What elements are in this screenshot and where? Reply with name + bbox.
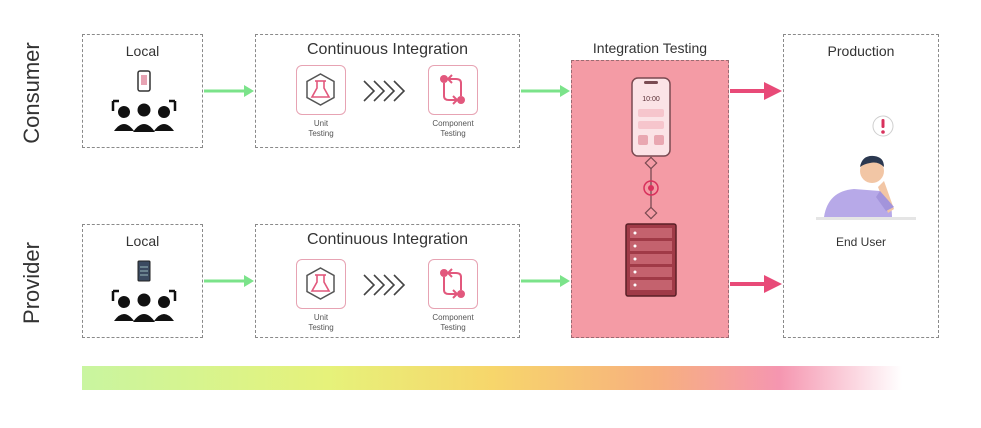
consumer-unit-testing-icon [296,65,346,115]
provider-local-title: Local [125,233,160,249]
alert-icon [872,115,894,137]
consumer-local-title: Local [125,43,160,59]
server-rack-icon [625,223,677,297]
arrow-provider-ci-to-it [521,275,570,287]
integration-testing-title: Integration Testing [592,40,708,56]
provider-ci-title: Continuous Integration [307,231,468,248]
end-user-label: End User [835,235,887,249]
provider-unit-testing-icon [296,259,346,309]
arrow-consumer-local-to-ci [204,85,254,97]
consumer-local-box: Local [82,34,203,148]
phone-icon: 10:00 [631,77,671,157]
production-title: Production [827,43,895,59]
chevrons-icon [363,80,406,102]
production-box: Production End User [783,34,939,338]
risk-gradient-bar [82,366,902,390]
integration-testing-box: 10:00 [571,60,729,338]
chevrons-icon [363,274,406,296]
team-with-phone-icon [111,70,177,132]
arrow-consumer-ci-to-it [521,85,570,97]
team-with-server-icon [111,260,177,322]
consumer-component-testing-icon [428,65,478,115]
arrow-provider-local-to-ci [204,275,254,287]
connection-icon [643,156,659,220]
provider-component-testing-icon [428,259,478,309]
frustrated-user-icon [816,155,916,220]
arrow-consumer-it-to-production [730,82,782,100]
provider-local-box: Local [82,224,203,338]
consumer-ci-title: Continuous Integration [307,41,468,58]
phone-time: 10:00 [642,96,660,103]
arrow-provider-it-to-production [730,275,782,293]
